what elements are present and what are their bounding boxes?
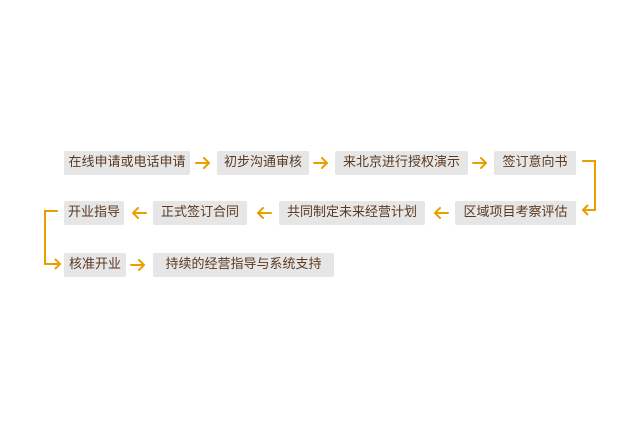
step-business-plan: 共同制定未来经营计划	[279, 201, 425, 225]
arrow-right-icon	[195, 157, 210, 169]
step-online-application: 在线申请或电话申请	[64, 151, 190, 175]
arrow-left-icon	[132, 207, 147, 219]
step-regional-assessment: 区域项目考察评估	[455, 201, 576, 225]
step-initial-review: 初步沟通审核	[217, 151, 309, 175]
arrow-left-icon	[257, 207, 272, 219]
connector-down-left	[44, 210, 62, 270]
step-sign-contract: 正式签订合同	[153, 201, 247, 225]
arrow-right-icon	[313, 157, 328, 169]
step-opening-guidance: 开业指导	[64, 201, 124, 225]
step-ongoing-support: 持续的经营指导与系统支持	[153, 253, 334, 277]
step-approved-opening: 核准开业	[64, 253, 126, 277]
step-beijing-demo: 来北京进行授权演示	[335, 151, 468, 175]
arrow-right-icon	[130, 259, 145, 271]
connector-down-right	[581, 160, 596, 216]
arrow-left-icon	[434, 207, 449, 219]
arrow-right-icon	[472, 157, 487, 169]
step-letter-of-intent: 签订意向书	[494, 151, 576, 175]
